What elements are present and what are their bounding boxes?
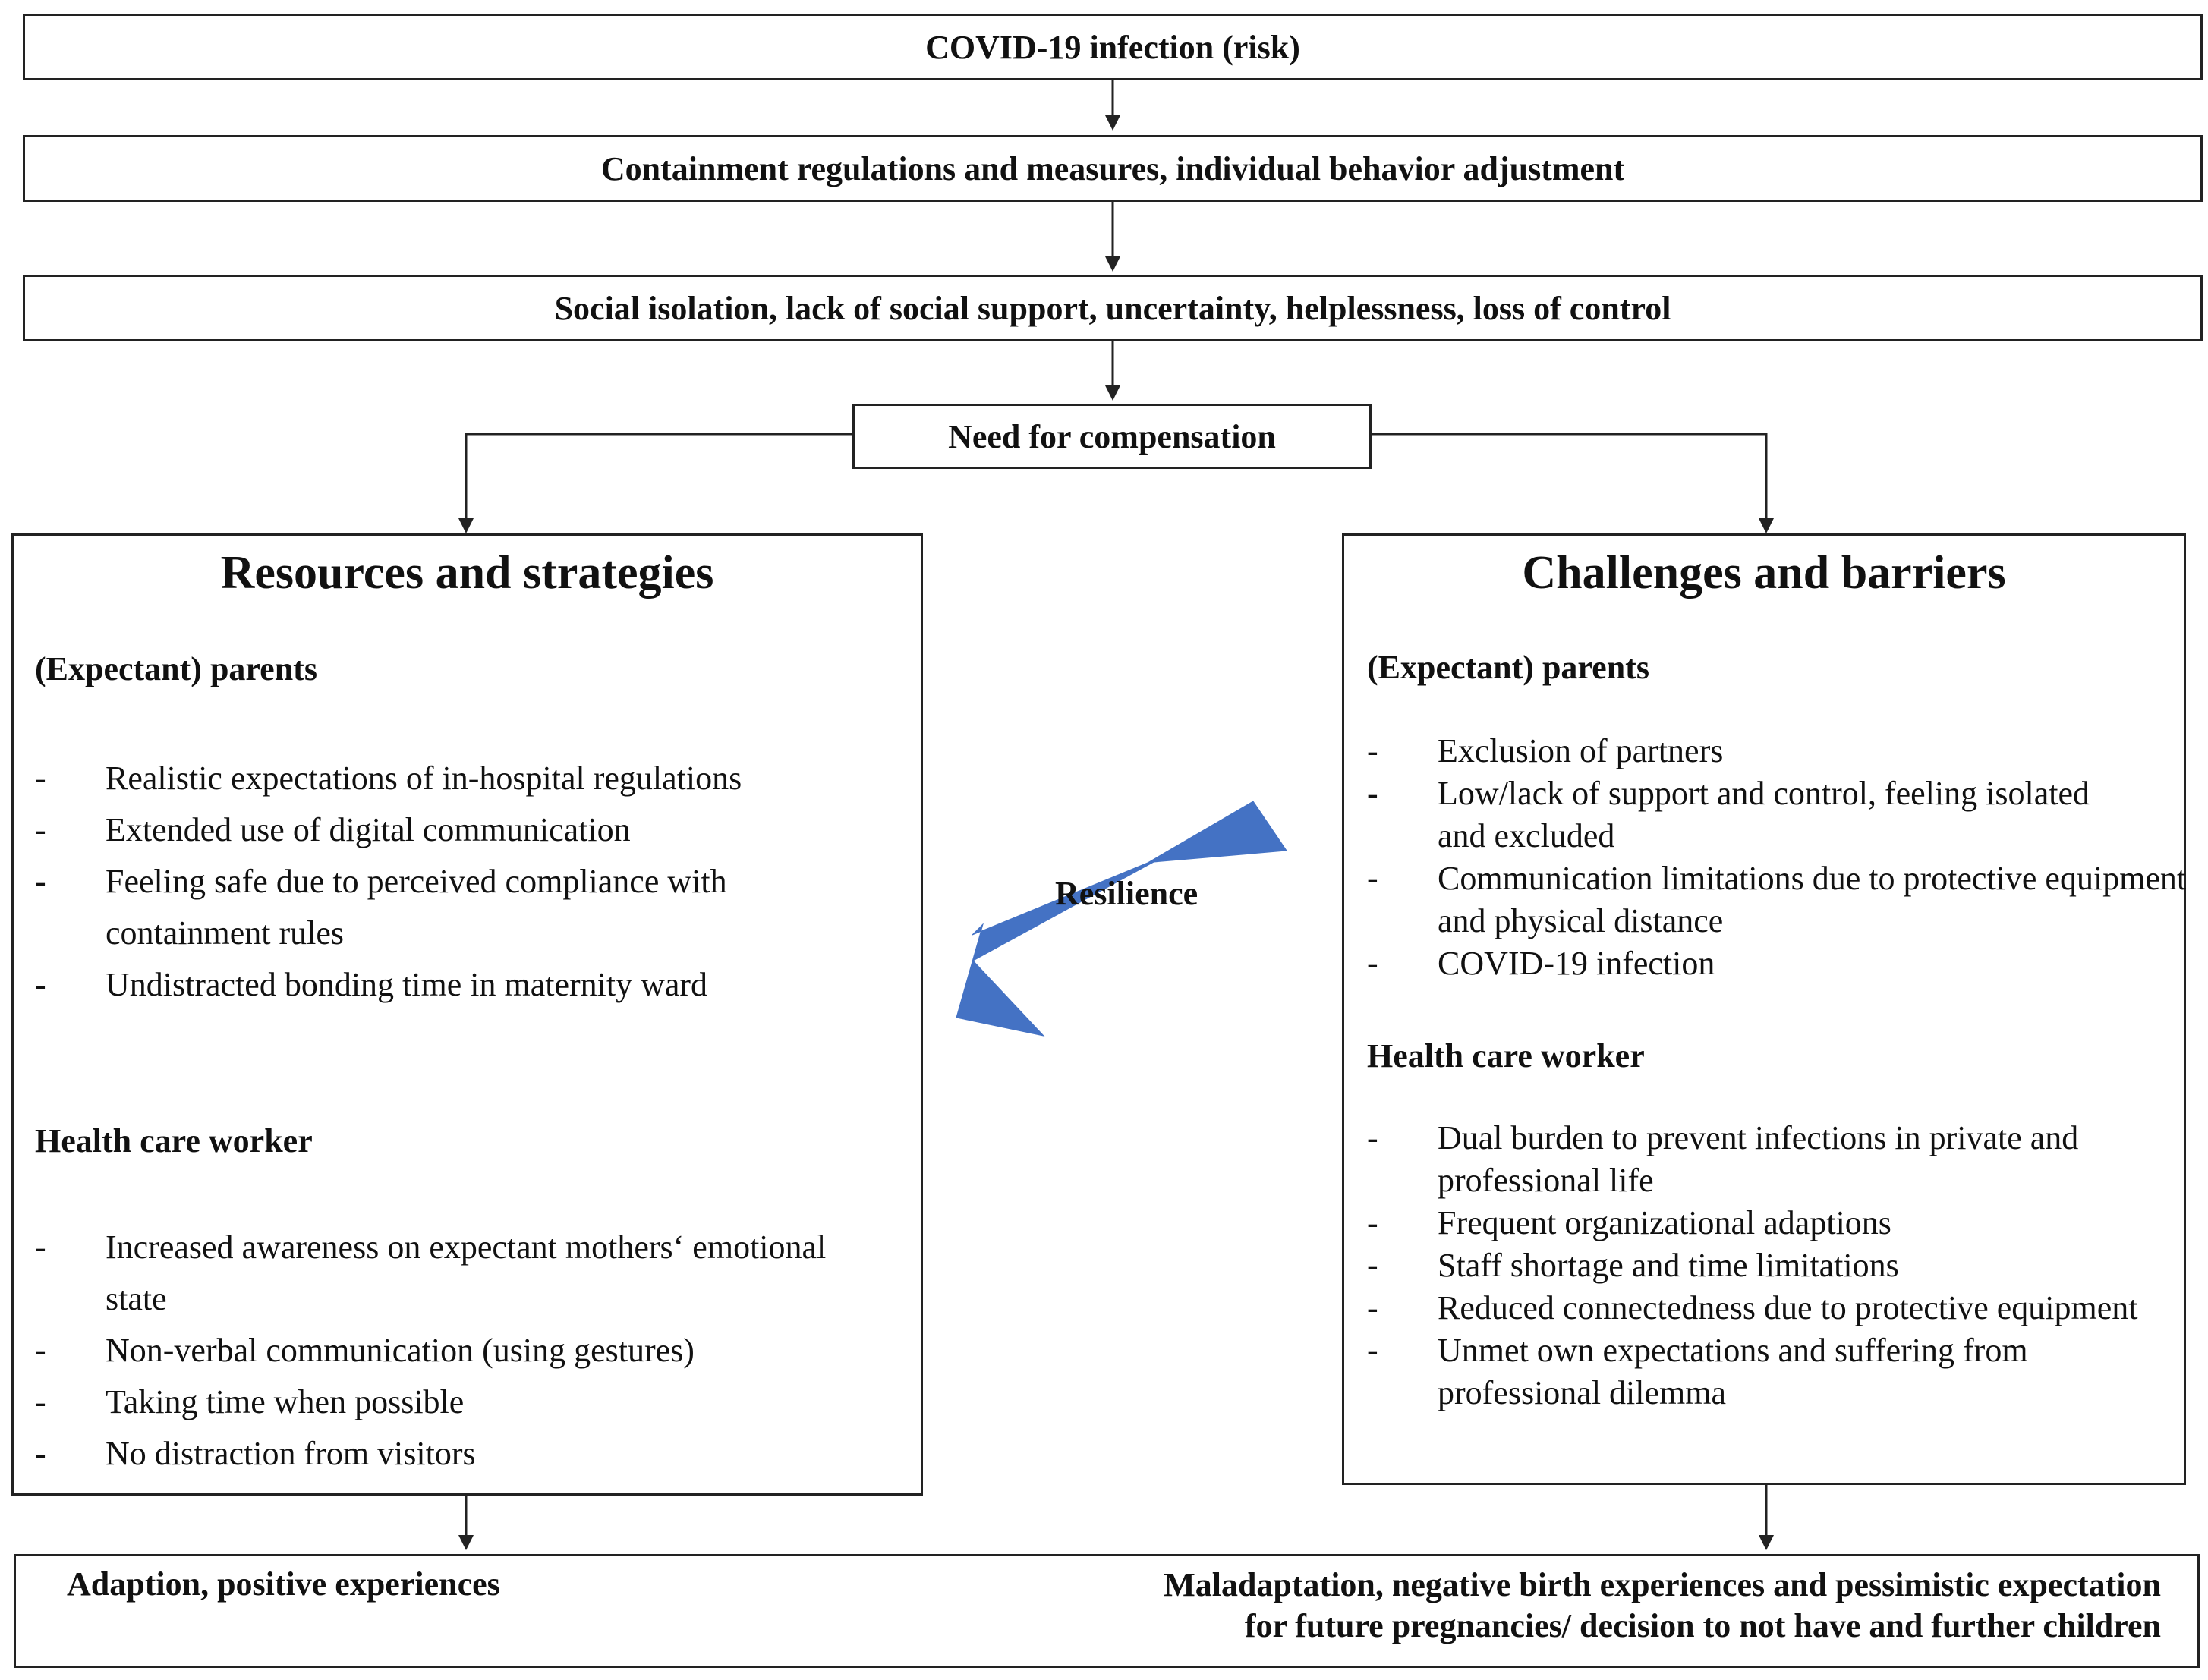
list-item: Non-verbal communication (using gestures… <box>35 1325 896 1376</box>
challenges-parents-list: Exclusion of partners Low/lack of suppor… <box>1367 730 2187 985</box>
list-item: Low/lack of support and control, feeling… <box>1367 772 2106 857</box>
flow-step-need-for-compensation: Need for compensation <box>852 404 1372 469</box>
resources-parents-heading: (Expectant) parents <box>35 650 317 687</box>
flow-step-social-isolation: Social isolation, lack of social support… <box>23 275 2203 341</box>
flow-step-covid-infection: COVID-19 infection (risk) <box>23 14 2203 80</box>
list-item: No distraction from visitors <box>35 1428 896 1480</box>
resources-title: Resources and strategies <box>220 547 714 599</box>
resilience-arrow <box>956 801 1287 1037</box>
list-item: Frequent organizational adaptions <box>1367 1202 2187 1244</box>
outcome-negative-line1: Maladaptation, negative birth experience… <box>1164 1566 2161 1603</box>
flow-step-label: Need for compensation <box>948 417 1276 455</box>
resources-hcw-heading: Health care worker <box>35 1122 313 1159</box>
arrow-to-challenges <box>1371 433 1768 524</box>
challenges-parents-heading: (Expectant) parents <box>1367 649 1649 686</box>
resources-panel: Resources and strategies (Expectant) par… <box>11 533 923 1496</box>
list-item: Staff shortage and time limitations <box>1367 1244 2187 1287</box>
challenges-panel: Challenges and barriers (Expectant) pare… <box>1342 533 2186 1485</box>
challenges-hcw-heading: Health care worker <box>1367 1037 1645 1074</box>
outcome-box <box>14 1554 2200 1668</box>
outcome-negative: Maladaptation, negative birth experience… <box>1164 1565 2161 1647</box>
outcome-negative-line2: for future pregnancies/ decision to not … <box>1244 1607 2161 1644</box>
flow-step-label: Social isolation, lack of social support… <box>554 289 1671 327</box>
resilience-label: Resilience <box>1055 875 1198 912</box>
list-item: Increased awareness on expectant mothers… <box>35 1222 849 1325</box>
list-item: Exclusion of partners <box>1367 730 2187 772</box>
resources-hcw-list: Increased awareness on expectant mothers… <box>35 1222 896 1480</box>
list-item: Communication limitations due to protect… <box>1367 857 2197 942</box>
list-item: Dual burden to prevent infections in pri… <box>1367 1117 2197 1202</box>
outcome-positive: Adaption, positive experiences <box>67 1565 500 1603</box>
resources-parents-list: Realistic expectations of in-hospital re… <box>35 753 896 1011</box>
list-item: COVID-19 infection <box>1367 942 2187 985</box>
arrow-to-resources <box>465 433 852 524</box>
list-item: Unmet own expectations and suffering fro… <box>1367 1329 2197 1414</box>
challenges-hcw-list: Dual burden to prevent infections in pri… <box>1367 1117 2187 1414</box>
flow-step-containment: Containment regulations and measures, in… <box>23 135 2203 202</box>
list-item: Extended use of digital communication <box>35 804 896 856</box>
list-item: Undistracted bonding time in maternity w… <box>35 959 896 1011</box>
list-item: Feeling safe due to perceived compliance… <box>35 856 887 959</box>
flow-step-label: COVID-19 infection (risk) <box>925 28 1300 66</box>
list-item: Reduced connectedness due to protective … <box>1367 1287 2159 1329</box>
list-item: Taking time when possible <box>35 1376 896 1428</box>
flow-step-label: Containment regulations and measures, in… <box>600 149 1625 187</box>
challenges-title: Challenges and barriers <box>1522 547 2006 599</box>
list-item: Realistic expectations of in-hospital re… <box>35 753 896 804</box>
